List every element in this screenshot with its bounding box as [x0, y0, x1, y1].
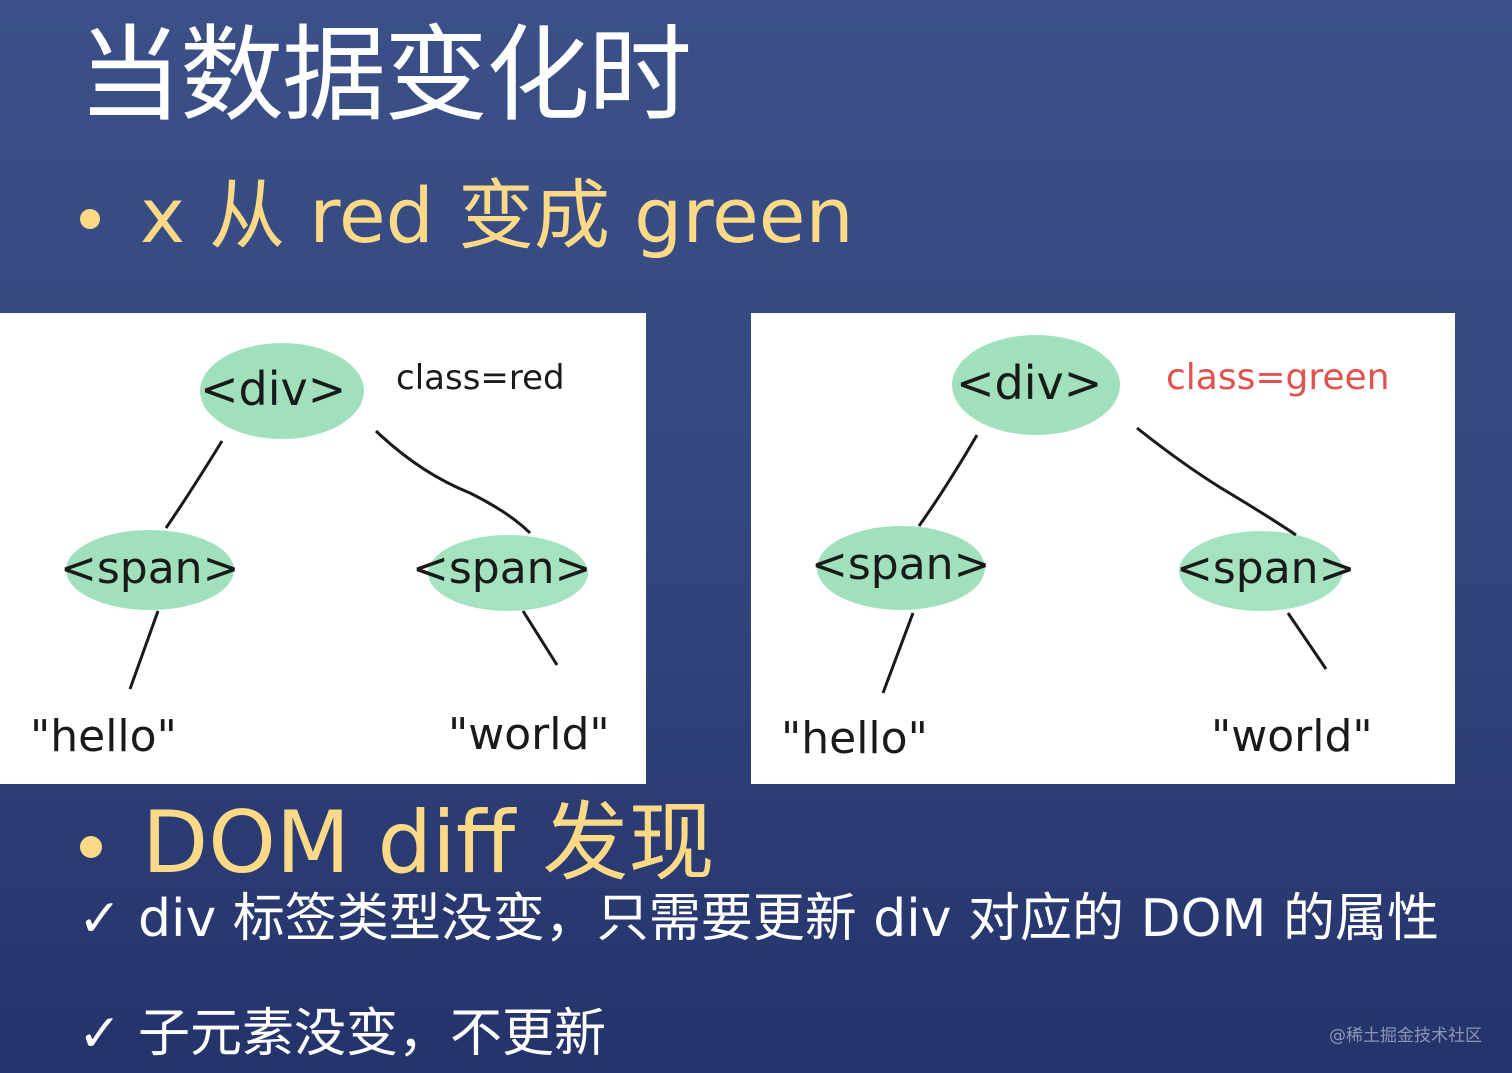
span-node-label-left: <span> — [811, 539, 990, 590]
bullet-dom-diff: DOM diff 发现 — [80, 800, 715, 886]
div-node-label: <div> — [200, 362, 346, 416]
div-attr-label: class=red — [396, 358, 565, 398]
check-item-update-attrs: ✓ div 标签类型没变，只需要更新 div 对应的 DOM 的属性 — [78, 890, 1458, 948]
span-node-blob-left — [817, 526, 985, 610]
text-node-hello: "hello" — [30, 711, 177, 762]
edge-span-hello — [128, 610, 160, 690]
bullet-x-change: x 从 red 变成 green — [80, 178, 854, 254]
span-node-label-left: <span> — [60, 543, 239, 594]
watermark: @稀土掘金技术社区 — [1329, 1026, 1482, 1046]
edge-div-span-left — [917, 434, 979, 527]
div-attr-label-changed: class=green — [1166, 357, 1390, 398]
span-node-blob-left — [66, 530, 234, 610]
div-node-blob — [200, 343, 364, 439]
span-node-label-right: <span> — [412, 543, 591, 594]
div-node-blob — [952, 335, 1120, 435]
edge-div-span-right — [1136, 426, 1297, 537]
check-icon: ✓ — [78, 889, 122, 949]
edge-div-span-right — [374, 429, 532, 535]
check-icon: ✓ — [78, 1004, 122, 1064]
text-node-world: "world" — [1211, 711, 1373, 762]
vdom-tree-after: <div> class=green <span> <span> "hello" … — [781, 335, 1390, 764]
diagram-before: <div> class=red <span> <span> "hello" "w… — [0, 313, 646, 784]
bullet-dot-icon — [80, 209, 100, 229]
check-text: 子元素没变，不更新 — [138, 1004, 607, 1064]
edge-span-hello — [881, 612, 915, 694]
span-node-blob-right — [1179, 531, 1343, 611]
edge-span-world — [521, 610, 559, 666]
bullet-dot-icon — [80, 836, 102, 858]
check-text: div 标签类型没变，只需要更新 div 对应的 DOM 的属性 — [138, 889, 1439, 949]
bullet-text: DOM diff 发现 — [142, 793, 715, 893]
span-node-label-right: <span> — [1176, 543, 1355, 594]
text-node-world: "world" — [448, 709, 610, 760]
diagram-after: <div> class=green <span> <span> "hello" … — [751, 313, 1455, 784]
bullet-text: x 从 red 变成 green — [140, 171, 854, 260]
check-item-children-unchanged: ✓ 子元素没变，不更新 — [78, 1005, 1458, 1063]
vdom-tree-before: <div> class=red <span> <span> "hello" "w… — [30, 343, 610, 762]
edge-span-world — [1286, 612, 1328, 670]
slide-title: 当数据变化时 — [78, 14, 692, 136]
edge-div-span-left — [164, 440, 224, 529]
text-node-hello: "hello" — [781, 713, 928, 764]
span-node-blob-right — [428, 535, 588, 611]
div-node-label: <div> — [956, 356, 1102, 410]
